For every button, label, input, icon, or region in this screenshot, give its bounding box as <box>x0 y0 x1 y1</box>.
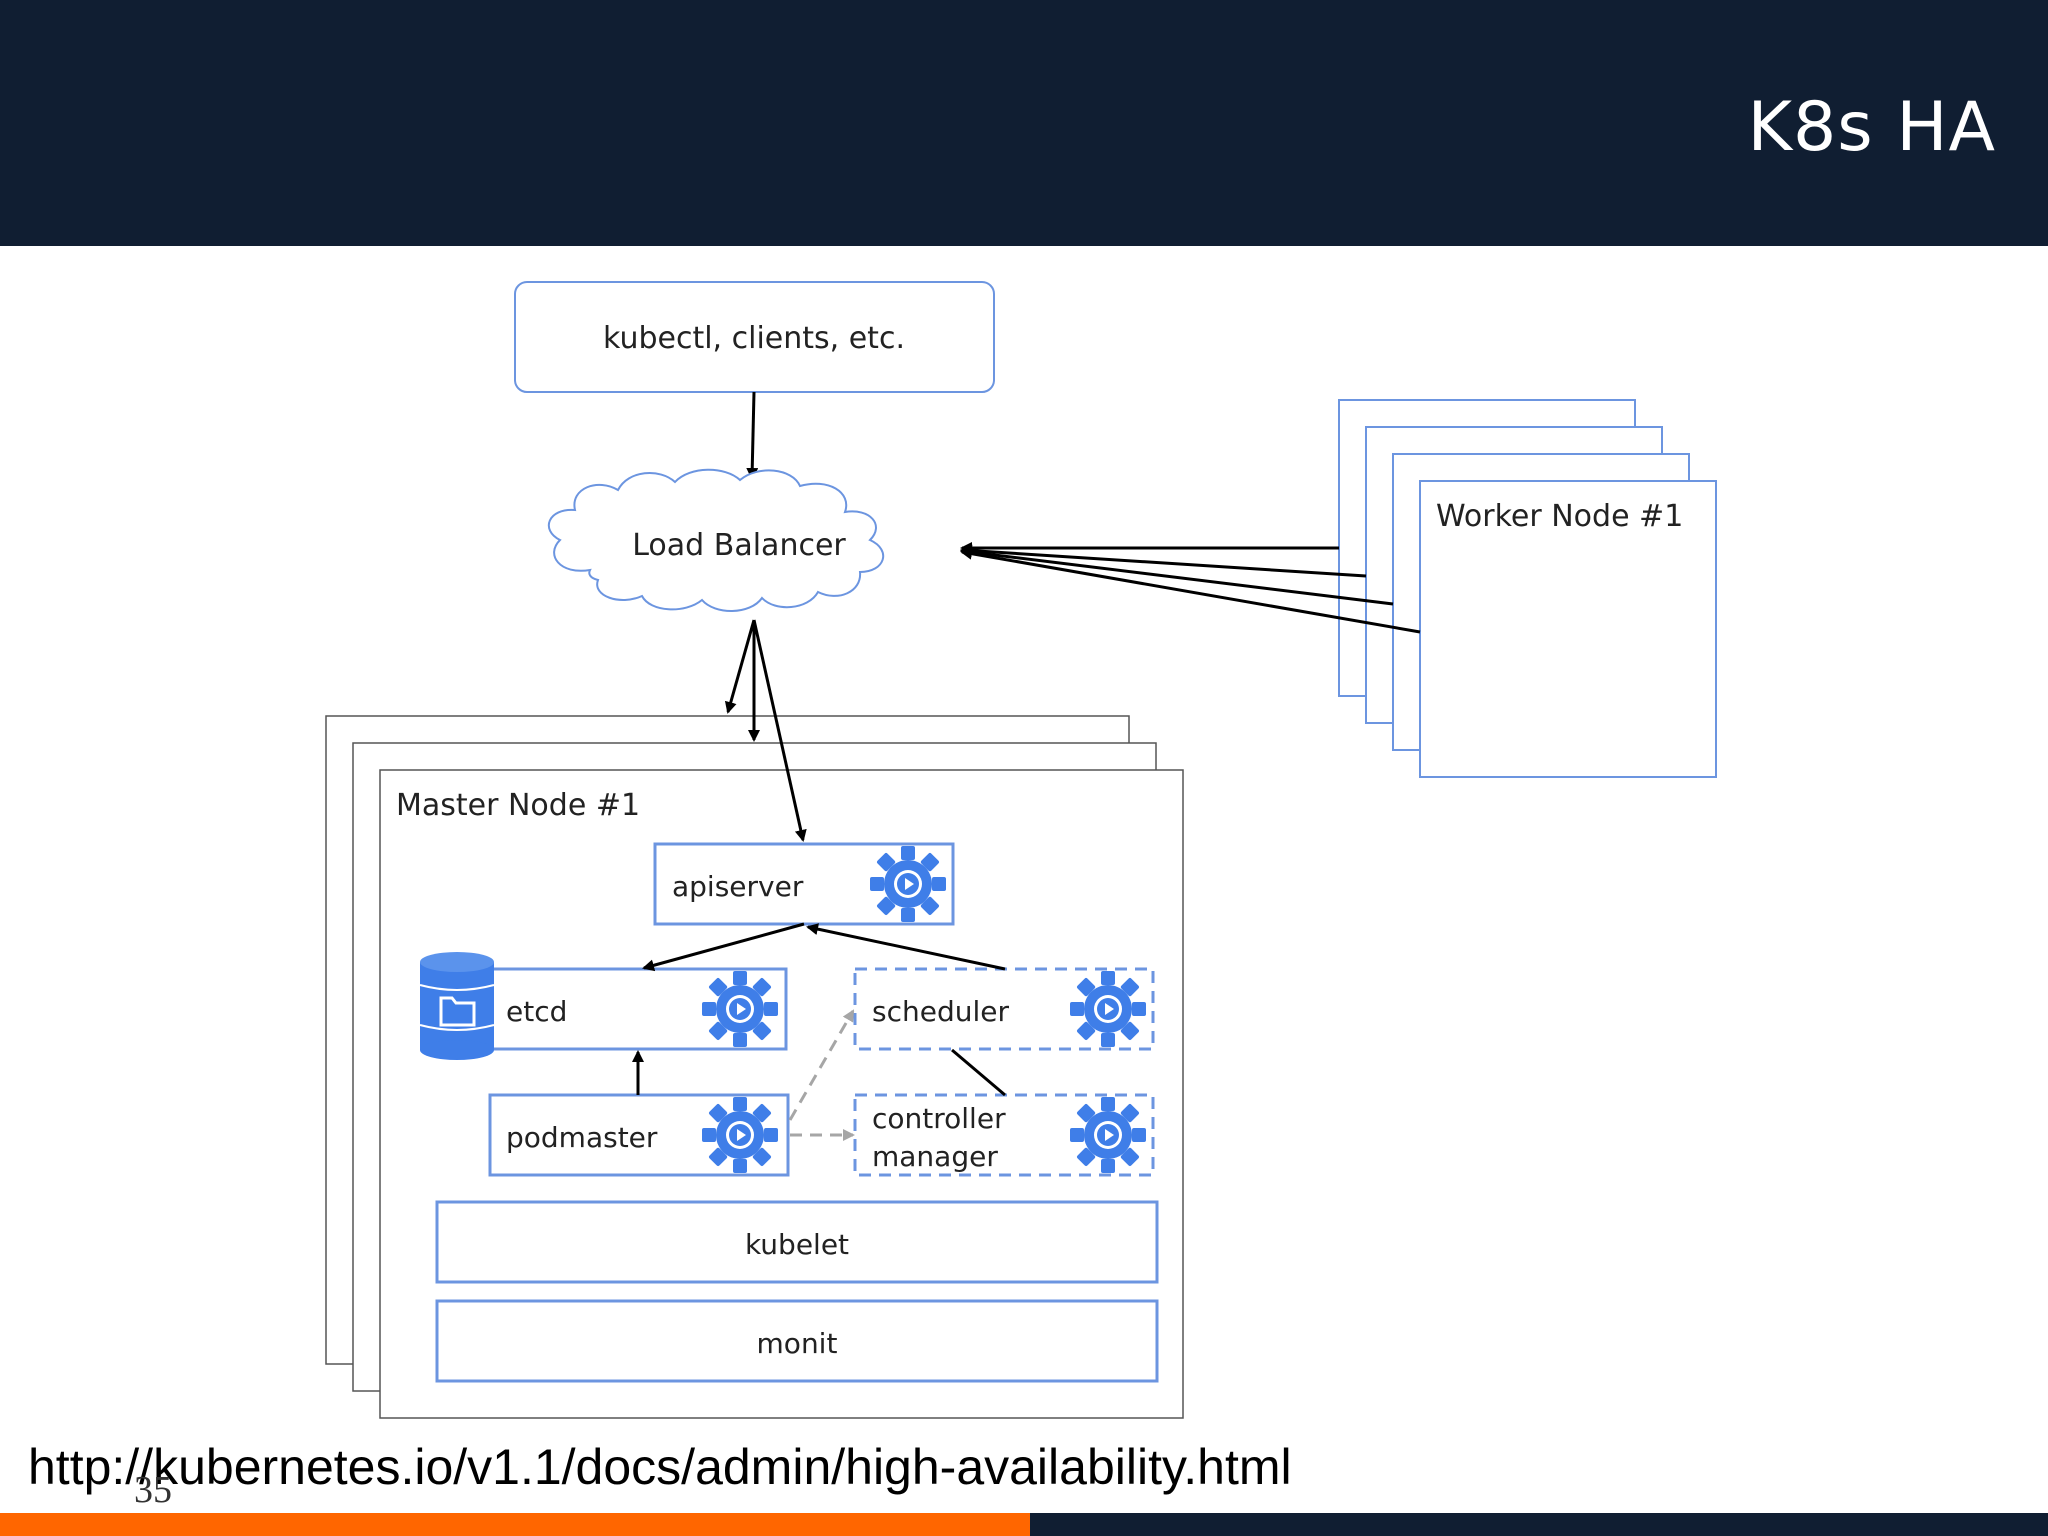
scheduler-label: scheduler <box>872 995 1009 1028</box>
podmaster-label: podmaster <box>506 1121 658 1154</box>
load-balancer-label: Load Balancer <box>632 528 846 563</box>
slide-header: K8s HA <box>0 0 2048 246</box>
line-controller-to-scheduler <box>951 1048 1006 1097</box>
worker-node-stack: Worker Node #1 <box>1338 399 1717 778</box>
slide-title: K8s HA <box>1747 88 1996 167</box>
arrow-worker-1-to-lb <box>960 547 1421 634</box>
controller-manager-label-line1: controller <box>872 1102 1006 1135</box>
etcd-label: etcd <box>506 995 567 1028</box>
arrow-scheduler-to-apiserver <box>806 923 1006 971</box>
clients-box <box>514 281 995 393</box>
dashed-arrow-podmaster-to-scheduler <box>788 1009 855 1121</box>
footer-dark-bar <box>1030 1513 2048 1536</box>
worker-node-label: Worker Node #1 <box>1436 499 1683 534</box>
footer-accent-bar <box>0 1513 1030 1536</box>
master-node-label: Master Node #1 <box>396 788 640 823</box>
arrow-lb-to-master-3 <box>724 619 756 714</box>
kubelet-label: kubelet <box>745 1228 849 1261</box>
apiserver-label: apiserver <box>672 870 804 903</box>
worker-node-card-1 <box>1419 480 1717 778</box>
controller-manager-gear-icon <box>1070 1097 1146 1173</box>
monit-box <box>435 1299 1159 1383</box>
etcd-gear-icon <box>702 971 778 1047</box>
source-url-text: http://kubernetes.io/v1.1/docs/admin/hig… <box>28 1439 1292 1495</box>
podmaster-gear-icon <box>702 1097 778 1173</box>
kubelet-box <box>435 1200 1159 1284</box>
arrow-lb-to-apiserver <box>752 619 807 842</box>
scheduler-gear-icon <box>1070 971 1146 1047</box>
apiserver-gear-icon <box>870 846 946 922</box>
clients-label: kubectl, clients, etc. <box>603 321 905 356</box>
arrow-worker-2-to-lb <box>960 546 1394 606</box>
arrow-apiserver-to-etcd <box>642 922 805 972</box>
slide-number: 35 <box>134 1469 172 1511</box>
monit-label: monit <box>757 1327 838 1360</box>
database-folder-icon <box>419 952 495 1060</box>
cloud-icon <box>548 468 885 612</box>
arrow-clients-to-lb <box>746 391 759 480</box>
controller-manager-label-line2: manager <box>872 1140 998 1173</box>
arrow-worker-3-to-lb <box>960 544 1367 578</box>
